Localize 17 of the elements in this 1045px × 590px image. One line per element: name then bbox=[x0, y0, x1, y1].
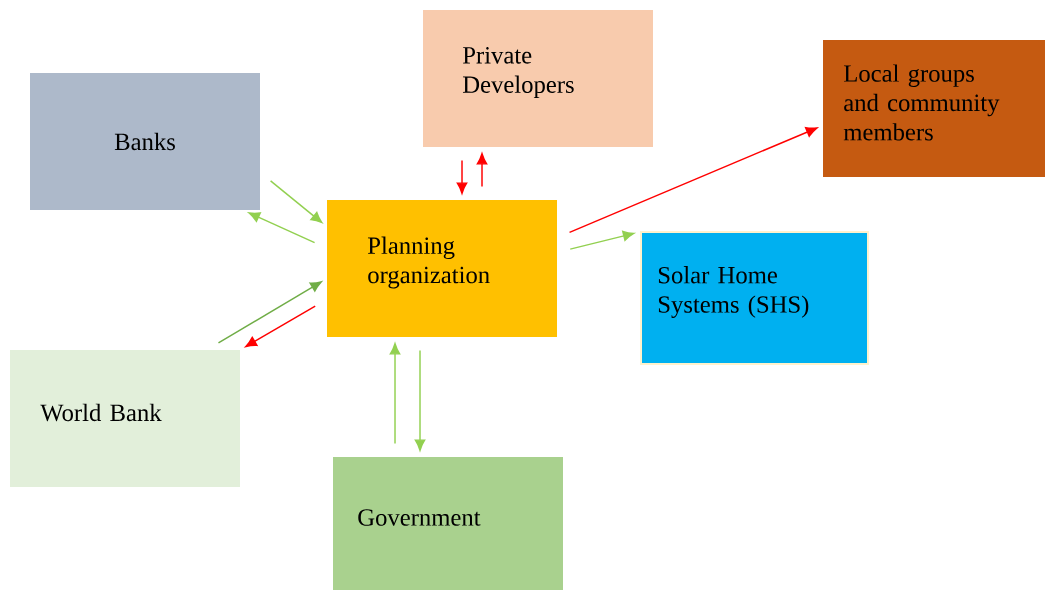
process-box: Solar Home Systems (SHS) bbox=[640, 231, 869, 365]
arrow bbox=[476, 153, 488, 188]
arrow bbox=[456, 159, 468, 194]
process-box: Private Developers bbox=[423, 10, 653, 147]
arrow bbox=[217, 281, 322, 344]
arrow bbox=[414, 349, 426, 451]
process-box: Banks bbox=[30, 73, 260, 210]
process-box: Government bbox=[333, 457, 563, 590]
arrow bbox=[568, 127, 818, 234]
process-box: World Bank bbox=[10, 350, 240, 487]
arrow bbox=[269, 180, 323, 224]
arrow bbox=[245, 305, 316, 348]
process-box: Local groups and community members bbox=[823, 40, 1045, 177]
central-box: Planning organization bbox=[327, 200, 557, 337]
arrow bbox=[248, 212, 316, 244]
arrow bbox=[389, 343, 401, 445]
arrow bbox=[569, 230, 635, 250]
